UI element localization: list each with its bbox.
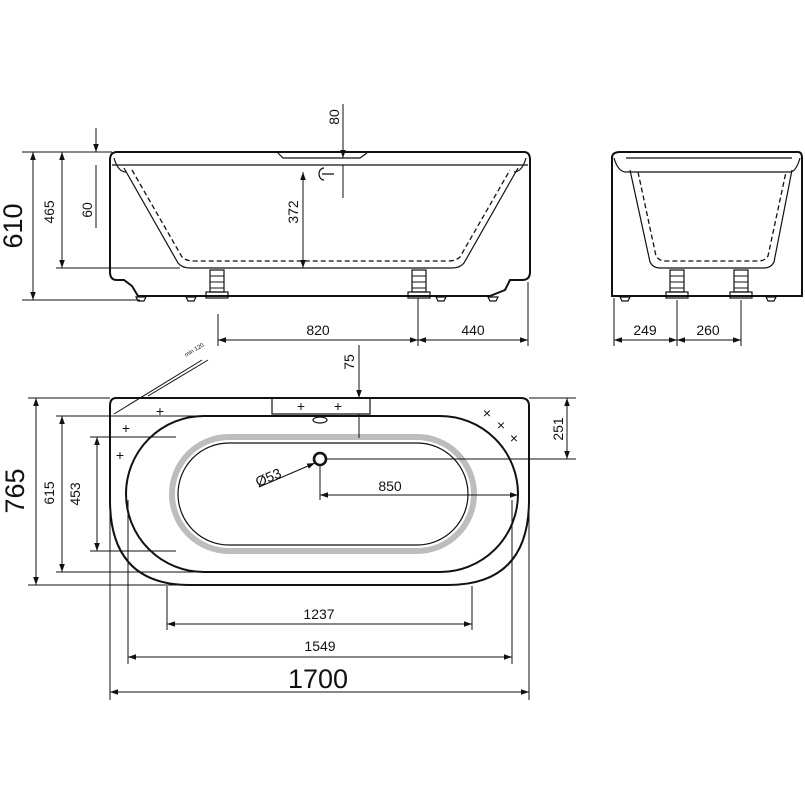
dim-overall-length: 1700 <box>288 664 348 694</box>
end-view-pads <box>619 296 777 302</box>
dim-inner-depth: 372 <box>285 200 301 224</box>
dim-top-depth: 765 <box>0 468 30 513</box>
side-view-foot-right <box>407 269 431 299</box>
top-view: + + + + + × × × min 120 75 251 Ø53 850 7… <box>0 342 576 700</box>
dim-side-height: 610 <box>0 203 28 248</box>
dim-inner-length: 1237 <box>303 606 334 622</box>
dim-drain-diameter: Ø53 <box>253 465 284 490</box>
dim-side-rim: 60 <box>79 202 95 218</box>
clearance-note: min 120 <box>184 342 206 358</box>
top-view-outline <box>109 397 530 586</box>
end-view-outline <box>611 151 803 297</box>
side-view-outline <box>109 151 531 297</box>
side-view-basin-hidden <box>131 169 511 262</box>
overflow-icon <box>318 167 334 181</box>
end-view-foot-right <box>729 269 753 299</box>
top-view-basin-rim <box>125 415 519 573</box>
overflow-hole-icon <box>312 416 328 424</box>
mount-marker: × <box>483 405 491 421</box>
tap-hole-marker: + <box>156 403 164 419</box>
dim-feet-spacing: 820 <box>306 322 330 338</box>
dim-top-inner-width: 453 <box>67 482 83 506</box>
overflow-plate <box>271 398 371 415</box>
dim-end-foot-offset: 249 <box>633 322 657 338</box>
dim-side-water-depth: 465 <box>41 200 57 224</box>
dim-basin-length: 1549 <box>304 638 335 654</box>
tap-hole-marker: + <box>122 420 130 436</box>
mount-marker: × <box>497 417 505 433</box>
side-view: 610 465 60 80 372 820 440 <box>0 104 531 346</box>
drain-icon <box>312 451 328 467</box>
side-view-foot-left <box>205 269 229 299</box>
side-view-pads <box>135 296 499 302</box>
side-view-basin <box>123 167 519 269</box>
dim-drain-offset: 251 <box>550 417 566 441</box>
dim-drain-distance: 850 <box>378 478 402 494</box>
dim-overflow-offset: 75 <box>341 354 357 370</box>
end-view-rim <box>613 157 801 173</box>
end-view-basin-hidden <box>637 171 787 262</box>
dim-overflow-height: 80 <box>326 109 342 125</box>
dim-top-outer-width: 615 <box>41 481 57 505</box>
tap-hole-marker: + <box>297 398 305 414</box>
tap-hole-marker: + <box>116 447 124 463</box>
overflow-notch <box>277 152 368 159</box>
dim-foot-offset: 440 <box>461 322 485 338</box>
end-view: 249 260 <box>611 151 803 346</box>
end-view-basin <box>629 169 793 269</box>
end-view-foot-left <box>665 269 689 299</box>
tap-hole-marker: + <box>334 398 342 414</box>
dim-end-feet-spacing: 260 <box>696 322 720 338</box>
mount-marker: × <box>510 430 518 446</box>
